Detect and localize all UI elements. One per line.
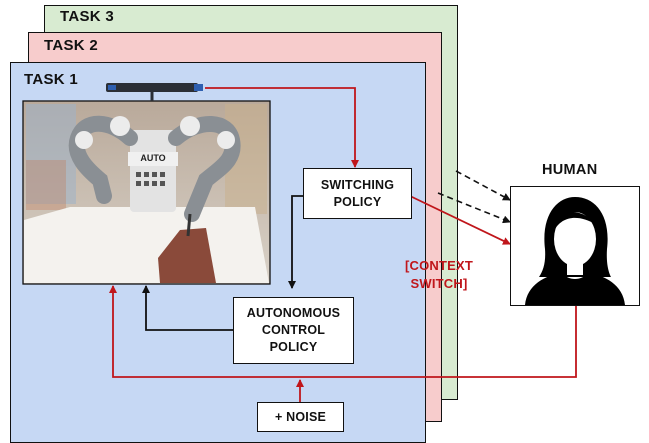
autonomous-policy-line2: CONTROL <box>261 323 326 337</box>
autonomous-policy-line1: AUTONOMOUS <box>246 306 341 320</box>
human-title: HUMAN <box>542 162 598 178</box>
task1-title: TASK 1 <box>24 71 79 88</box>
switching-policy-box: SWITCHING POLICY <box>303 168 412 219</box>
context-switch-label: [CONTEXT SWITCH] <box>396 257 482 293</box>
context-switch-line2: SWITCH] <box>410 276 468 291</box>
switching-policy-line1: SWITCHING <box>320 177 395 192</box>
autonomous-policy-line3: POLICY <box>269 340 318 354</box>
task3-title: TASK 3 <box>60 8 115 25</box>
switching-policy-line2: POLICY <box>333 194 382 209</box>
context-switch-line1: [CONTEXT <box>404 258 474 273</box>
task1-panel <box>10 62 426 443</box>
robot-logo: AUTO <box>140 153 166 163</box>
human-box <box>510 186 640 306</box>
person-icon <box>525 197 625 305</box>
autonomous-control-policy-box: AUTONOMOUS CONTROL POLICY <box>233 297 354 364</box>
noise-box: + NOISE <box>257 402 344 432</box>
noise-label: + NOISE <box>274 409 327 424</box>
task2-title: TASK 2 <box>44 37 99 54</box>
